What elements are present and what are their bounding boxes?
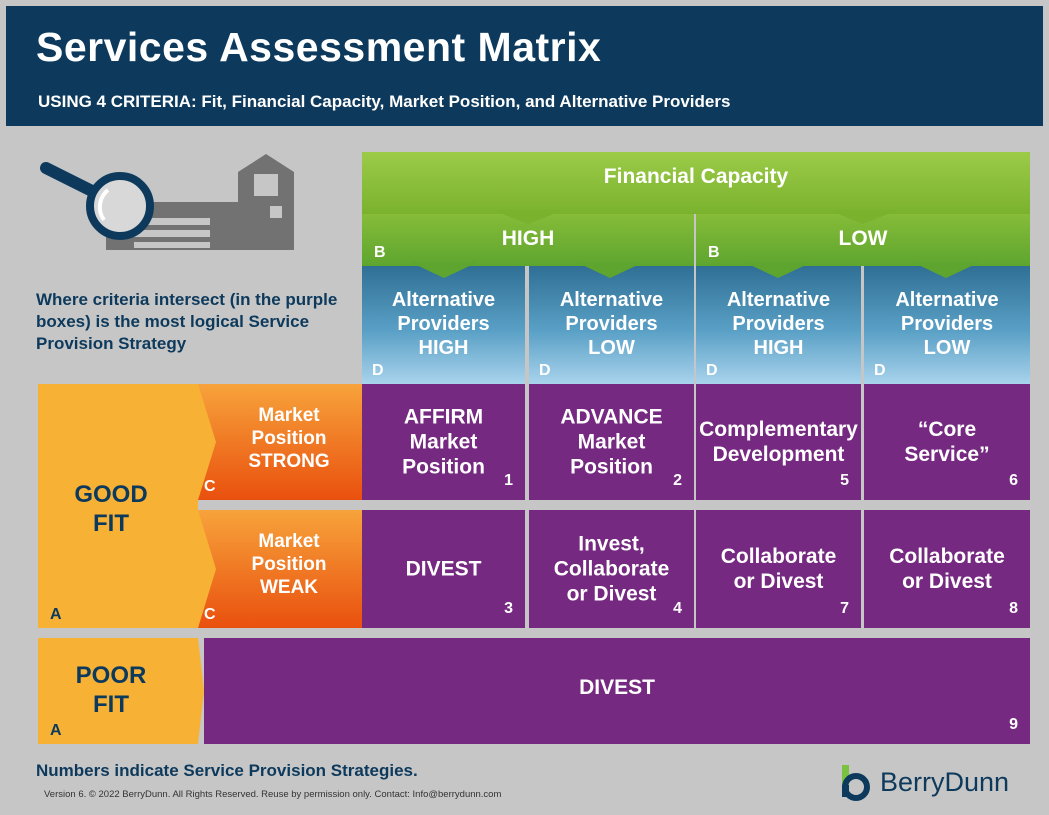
strategy-cell-3: DIVEST 3 [362, 510, 525, 628]
poor-fit-chevron [190, 638, 204, 744]
strategy-number: 9 [1009, 716, 1018, 733]
strategy-label: Invest, Collaborate or Divest [553, 532, 670, 606]
alt-providers-col-4: Alternative Providers LOW D [864, 266, 1030, 384]
alt-providers-col-1: Alternative Providers HIGH D [362, 266, 525, 384]
copyright-notice: Version 6. © 2022 BerryDunn. All Rights … [44, 789, 502, 800]
good-fit-label: GOOD FIT [74, 481, 148, 537]
strategy-label: ADVANCE Market Position [560, 405, 663, 479]
header-banner: Services Assessment Matrix USING 4 CRITE… [6, 6, 1043, 126]
poor-fit-label: POOR FIT [75, 662, 147, 718]
strategy-number: 5 [840, 472, 849, 489]
strategy-cell-9: DIVEST 9 [204, 638, 1030, 744]
alt-providers-col-2: Alternative Providers LOW D [529, 266, 694, 384]
strategy-number: 6 [1009, 472, 1018, 489]
intro-text: Where criteria intersect (in the purple … [36, 290, 338, 353]
financial-capacity-high-label: HIGH [501, 227, 555, 250]
strategy-label: DIVEST [405, 557, 482, 581]
criteria-letter-a: A [50, 722, 62, 739]
market-position-weak: Market Position WEAK C [198, 510, 362, 628]
strategy-cell-6: “Core Service” 6 [864, 384, 1030, 500]
strategy-number: 1 [504, 472, 513, 489]
row-chevrons [190, 384, 380, 628]
strategy-cell-5: Complementary Development 5 [696, 384, 861, 500]
level-chevrons [410, 262, 980, 278]
brand-name: BerryDunn [880, 766, 1010, 797]
berrydunn-b-logo-icon [842, 765, 870, 801]
criteria-letter-b: B [708, 244, 720, 261]
strategy-cell-1: AFFIRM Market Position 1 [362, 384, 525, 500]
strategy-label: DIVEST [579, 676, 655, 699]
strategy-label: AFFIRM Market Position [402, 405, 485, 479]
footnote: Numbers indicate Service Provision Strat… [36, 761, 418, 780]
good-fit-block: GOOD FIT A [38, 384, 198, 628]
strategy-number: 7 [840, 600, 849, 617]
financial-capacity-low-label: LOW [838, 227, 888, 250]
criteria-letter-d: D [706, 362, 718, 379]
magnifier-building-icon [40, 154, 294, 250]
criteria-letter-b: B [374, 244, 386, 261]
financial-capacity-chevrons [492, 210, 898, 224]
alt-providers-label: Alternative Providers LOW [559, 289, 664, 359]
strategy-cell-8: Collaborate or Divest 8 [864, 510, 1030, 628]
criteria-letter-d: D [874, 362, 886, 379]
brand-logo: BerryDunn [838, 762, 1009, 802]
criteria-letter-d: D [539, 362, 551, 379]
criteria-letter-c: C [204, 478, 216, 495]
alt-providers-col-3: Alternative Providers HIGH D [696, 266, 861, 384]
market-position-label: Market Position WEAK [251, 531, 327, 598]
strategy-cell-7: Collaborate or Divest 7 [696, 510, 861, 628]
market-position-strong: Market Position STRONG C [198, 384, 362, 500]
page-subtitle: USING 4 CRITERIA: Fit, Financial Capacit… [38, 92, 731, 111]
financial-capacity-label: Financial Capacity [603, 165, 789, 188]
alt-providers-label: Alternative Providers HIGH [726, 289, 831, 359]
strategy-number: 2 [673, 472, 682, 489]
strategy-cell-2: ADVANCE Market Position 2 [529, 384, 694, 500]
poor-fit-block: POOR FIT A [38, 638, 198, 744]
strategy-number: 8 [1009, 600, 1018, 617]
financial-capacity-header: Financial Capacity [362, 152, 1030, 214]
strategy-number: 4 [673, 600, 682, 617]
page-title: Services Assessment Matrix [36, 24, 602, 70]
criteria-letter-a: A [50, 606, 62, 623]
strategy-number: 3 [504, 600, 513, 617]
alt-providers-label: Alternative Providers HIGH [391, 289, 496, 359]
alt-providers-label: Alternative Providers LOW [895, 289, 999, 359]
criteria-letter-c: C [204, 606, 216, 623]
strategy-label: Collaborate or Divest [889, 545, 1005, 593]
criteria-letter-d: D [372, 362, 384, 379]
strategy-label: “Core Service” [904, 418, 990, 466]
strategy-label: Collaborate or Divest [720, 545, 837, 593]
market-position-label: Market Position STRONG [248, 405, 330, 472]
strategy-cell-4: Invest, Collaborate or Divest 4 [529, 510, 694, 628]
strategy-label: Complementary Development [699, 418, 858, 466]
